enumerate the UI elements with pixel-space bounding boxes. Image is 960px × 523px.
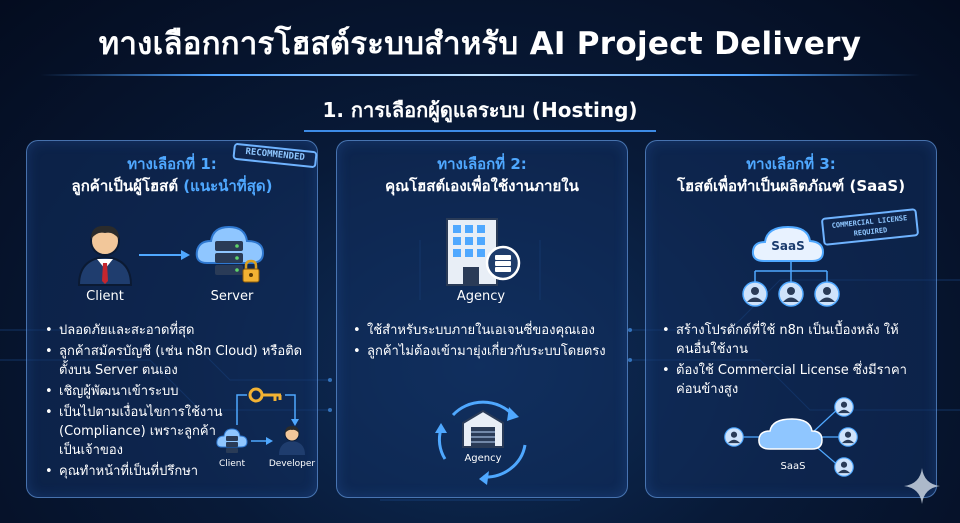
mini-client-label: Client: [218, 459, 246, 469]
list-item: ใช้สำหรับระบบภายในเอเจนซี่ของคุณเอง: [353, 321, 623, 340]
handoff-arrows: [236, 394, 299, 426]
option-1-bullet-list: ปลอดภัยและสะอาดที่สุด ลูกค้าสมัครบัญชี (…: [45, 321, 307, 483]
option-3-heading: โฮสต์เพื่อทำเป็นผลิตภัณฑ์ (SaaS): [676, 177, 906, 195]
user-icon: [742, 281, 768, 307]
agency-label: Agency: [456, 289, 506, 304]
cloud-server-icon: [195, 225, 265, 275]
option-2-bullet-list: ใช้สำหรับระบบภายในเอเจนซี่ของคุณเอง ลูกค…: [353, 321, 623, 363]
warehouse-icon: [462, 409, 504, 448]
list-item: ปลอดภัยและสะอาดที่สุด: [45, 321, 307, 340]
hierarchy-connectors: [754, 261, 828, 283]
page-title: ทางเลือกการโฮสต์ระบบสำหรับ AI Project De…: [98, 26, 862, 62]
user-icon: [834, 397, 854, 417]
agency-cycle-label: Agency: [464, 453, 502, 464]
option-2-card: ทางเลือกที่ 2: คุณโฮสต์เองเพื่อใช้งานภาย…: [336, 140, 628, 498]
list-item: ต้องใช้ Commercial License ซึ่งมีราคาค่อ…: [662, 361, 930, 399]
list-item: คุณทำหน้าที่เป็นที่ปรึกษา: [45, 462, 307, 481]
mini-developer-label: Developer: [268, 459, 316, 469]
client-label: Client: [86, 289, 124, 304]
list-item: เชิญผู้พัฒนาเข้าระบบ: [45, 382, 307, 401]
server-label: Server: [210, 289, 254, 304]
arrow-right-icon: [139, 250, 190, 260]
sparkle-icon: [904, 468, 940, 504]
user-icon: [814, 281, 840, 307]
title-divider: [40, 74, 920, 76]
section-subtitle: 1. การเลือกผู้ดูแลระบบ (Hosting): [304, 90, 656, 132]
mini-cloud-server-icon: [216, 428, 248, 453]
option-1-heading: ลูกค้าเป็นผู้โฮสต์ (แนะนำที่สุด): [71, 177, 273, 195]
key-icon: [248, 387, 282, 403]
list-item: ลูกค้าไม่ต้องเข้ามายุ่งเกี่ยวกับระบบโดยต…: [353, 342, 623, 361]
mini-arrow-icon: [251, 437, 273, 445]
list-item: ลูกค้าสมัครบัญชี (เช่น n8n Cloud) หรือติ…: [45, 342, 307, 380]
recommended-highlight: (แนะนำที่สุด): [183, 177, 273, 195]
saas-cloud-icon: [751, 225, 825, 262]
option-3-label: ทางเลือกที่ 3:: [746, 155, 836, 173]
developer-person-icon: [279, 426, 305, 455]
option-2-label: ทางเลือกที่ 2:: [437, 155, 527, 173]
saas-bottom-label: SaaS: [780, 461, 806, 472]
office-building-icon: [446, 218, 521, 286]
option-1-label: ทางเลือกที่ 1:: [127, 155, 217, 173]
option-3-bullet-list: สร้างโปรดักต์ที่ใช้ n8n เป็นเบื้องหลัง ใ…: [662, 321, 932, 401]
user-icon: [778, 281, 804, 307]
list-item: สร้างโปรดักต์ที่ใช้ n8n เป็นเบื้องหลัง ใ…: [662, 321, 900, 359]
commercial-license-stamp: COMMERCIAL LICENSE REQUIRED: [820, 208, 920, 246]
saas-network-diagram: [740, 406, 842, 468]
saas-cloud-label: SaaS: [771, 239, 805, 253]
cycle-arrows-icon: [435, 400, 527, 485]
option-1-card: ทางเลือกที่ 1: ลูกค้าเป็นผู้โฮสต์ (แนะนำ…: [26, 140, 318, 498]
user-icon: [838, 427, 858, 447]
client-person-icon: [77, 225, 133, 286]
list-item: เป็นไปตามเงื่อนไขการใช้งาน (Compliance) …: [45, 403, 227, 460]
user-icon: [834, 457, 854, 477]
option-2-heading: คุณโฮสต์เองเพื่อใช้งานภายใน: [385, 177, 579, 195]
user-icon: [724, 427, 744, 447]
padlock-icon: [242, 259, 260, 283]
option-3-card: ทางเลือกที่ 3: โฮสต์เพื่อทำเป็นผลิตภัณฑ์…: [645, 140, 937, 498]
